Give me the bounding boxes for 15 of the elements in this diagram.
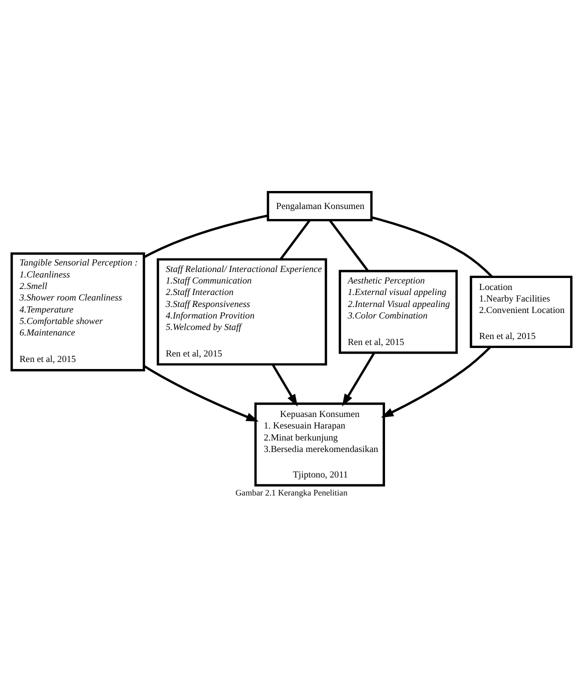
arrow: [143, 364, 259, 422]
connector: [371, 216, 493, 278]
node-box: Kepuasan Konsumen 1. Kesesuain Harapan 2.Minat berkunjung 3.Bersedia merekomendasikan Tjiptono, 2011: [254, 402, 386, 486]
arrow: [380, 346, 492, 418]
node-box: Pengalaman Konsumen: [266, 190, 373, 221]
arrow: [342, 352, 376, 406]
node-box: Location 1.Nearby Facilities 2.Convenient Location Ren et al, 2015: [470, 275, 572, 348]
connector: [328, 219, 369, 272]
node-box: Tangible Sensorial Perception : 1.Cleanliness 2.Smell 3.Shower room Cleanliness 4.Temperature 5.Comfortable shower 6.Maintenance Ren et al, 2015: [10, 252, 146, 371]
arrow: [272, 363, 298, 406]
caption: Gambar 2.1 Kerangka Penelitian: [235, 486, 348, 497]
node-box: Aesthetic Perception 1.External visual appeling 2.Internal Visual appealing 3.Color Combination Ren et al, 2015: [338, 269, 458, 354]
connector: [280, 219, 311, 260]
connector: [143, 214, 268, 258]
node-box: Staff Relational/ Interactional Experience 1.Staff Communication 2.Staff Interaction 3.Staff Responsiveness 4.Information Provition 5.Welcomed by Staff Ren et al, 2015: [156, 258, 328, 366]
